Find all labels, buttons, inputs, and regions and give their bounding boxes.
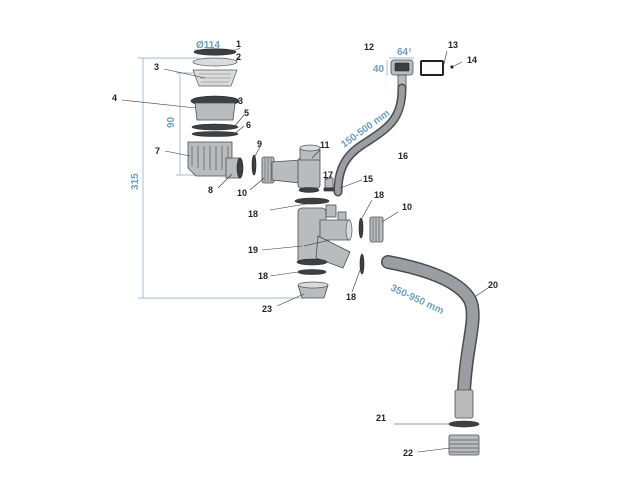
union-nut-left xyxy=(261,156,275,184)
outlet-nut xyxy=(236,157,244,179)
flange-ring xyxy=(193,48,237,56)
callout-14: 14 xyxy=(467,55,477,65)
callout-18-right: 18 xyxy=(374,190,384,200)
lower-tee-trap xyxy=(296,207,353,269)
callout-16: 16 xyxy=(398,151,408,161)
overflow-screw xyxy=(450,65,454,69)
callout-3-cup: 3 xyxy=(238,96,243,106)
top-gasket xyxy=(192,57,238,67)
short-hose-ribs xyxy=(335,85,405,195)
leader-lines xyxy=(121,47,489,453)
callout-2: 2 xyxy=(236,52,241,62)
callout-13: 13 xyxy=(448,40,458,50)
callout-4: 4 xyxy=(112,93,117,103)
bottom-gasket xyxy=(191,131,239,137)
callout-18-hose: 18 xyxy=(346,292,356,302)
gasket-18d xyxy=(359,253,365,275)
callout-1: 1 xyxy=(236,39,241,49)
dim-hose-350-950: 350-950 mm xyxy=(389,283,446,317)
callout-10-right: 10 xyxy=(402,202,412,212)
dim-height-315: 315 xyxy=(130,173,141,190)
dimension-lines xyxy=(138,49,414,299)
callout-15: 15 xyxy=(363,174,373,184)
callout-22: 22 xyxy=(403,448,413,458)
callout-11: 11 xyxy=(320,140,330,150)
callout-12: 12 xyxy=(364,42,374,52)
callout-17: 17 xyxy=(323,170,333,180)
callout-10-left: 10 xyxy=(237,188,247,198)
long-hose-ribs xyxy=(382,256,479,398)
dim-height-90: 90 xyxy=(166,116,177,128)
callout-18-upper: 18 xyxy=(248,209,258,219)
callout-6: 6 xyxy=(246,120,251,130)
washer-9 xyxy=(251,154,257,176)
callout-21: 21 xyxy=(376,413,386,423)
gasket-18c xyxy=(297,269,327,275)
outlet-adapter-22 xyxy=(448,434,480,456)
callout-labels: 1 2 3 4 3 5 6 7 8 9 10 11 12 13 14 15 16… xyxy=(112,39,498,458)
lock-ring xyxy=(191,123,239,131)
callout-20: 20 xyxy=(488,280,498,290)
upper-tee xyxy=(271,144,321,193)
gasket-18a xyxy=(294,197,330,205)
dim-diameter-114: Ø114 xyxy=(196,40,220,51)
callout-19: 19 xyxy=(248,245,258,255)
hose-gasket-21 xyxy=(448,420,480,428)
overflow-cover xyxy=(420,60,444,76)
dim-height-40: 40 xyxy=(373,64,385,75)
strainer-cup xyxy=(194,102,236,121)
gasket-18b xyxy=(358,217,364,239)
callout-8: 8 xyxy=(208,185,213,195)
callout-3-basket: 3 xyxy=(154,62,159,72)
callout-7: 7 xyxy=(155,146,160,156)
callout-18-lower: 18 xyxy=(258,271,268,281)
callout-5: 5 xyxy=(244,108,249,118)
sink-strainer-assembly xyxy=(187,48,244,179)
dim-width-64: 64 xyxy=(397,47,409,58)
overflow-assembly xyxy=(390,59,454,88)
callout-23: 23 xyxy=(262,304,272,314)
cleanout-cap-top xyxy=(297,281,329,289)
hose-end-21 xyxy=(454,389,474,419)
union-nut-right xyxy=(369,216,384,243)
callout-9: 9 xyxy=(257,139,262,149)
